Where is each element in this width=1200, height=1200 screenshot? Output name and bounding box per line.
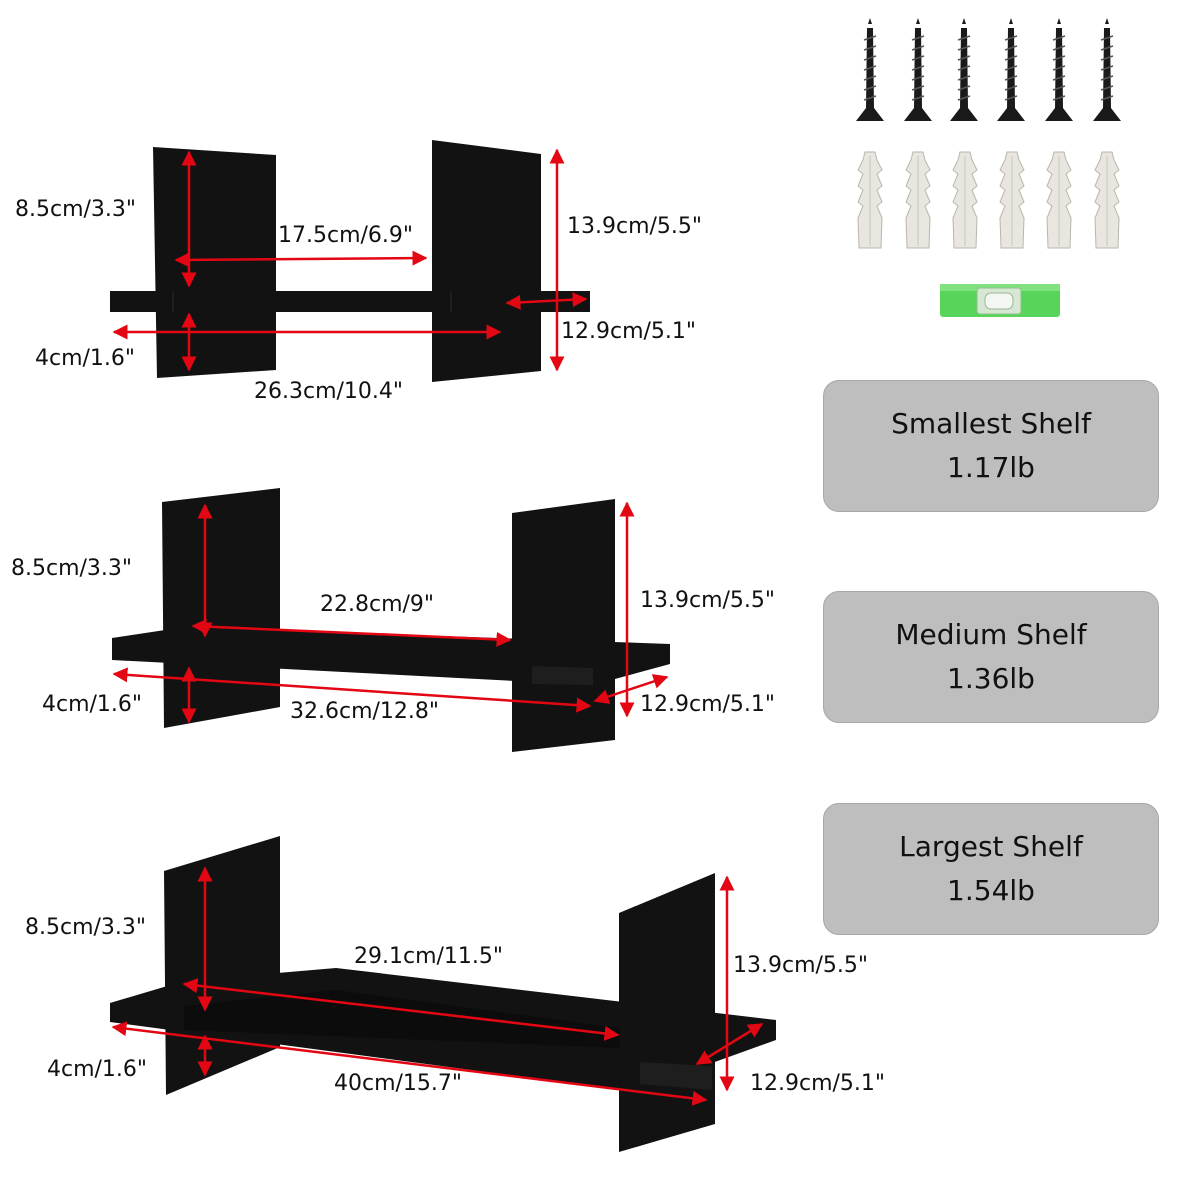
shelf-medium-side-height-label: 8.5cm/3.3" — [11, 556, 132, 581]
screw-icon — [950, 18, 978, 121]
shelf-large-info-card: Largest Shelf 1.54lb — [823, 803, 1159, 935]
wall-anchor-icon — [999, 151, 1025, 249]
shelf-small-right-panel — [432, 140, 541, 382]
shelf-large-inner-width-label: 29.1cm/11.5" — [354, 944, 503, 969]
shelf-large-arrows — [111, 866, 764, 1106]
shelf-large-right-panel — [619, 873, 715, 1152]
shelf-small-board — [110, 291, 590, 312]
shelf-medium-depth-label: 12.9cm/5.1" — [640, 692, 775, 717]
shelf-medium-total-length-label: 32.6cm/12.8" — [290, 699, 439, 724]
screw-icon — [1045, 18, 1073, 121]
shelf-medium-arrows — [112, 501, 669, 724]
shelf-large-weight: 1.54lb — [947, 874, 1035, 907]
screws-group — [856, 18, 1121, 121]
shelf-small-weight: 1.17lb — [947, 451, 1035, 484]
shelf-medium-panel-height-label: 13.9cm/5.5" — [640, 588, 775, 613]
screw-icon — [904, 18, 932, 121]
shelf-small-base-height-label: 4cm/1.6" — [35, 346, 135, 371]
shelf-small-total-length-label: 26.3cm/10.4" — [254, 379, 403, 404]
shelf-small-name: Smallest Shelf — [891, 407, 1091, 440]
shelf-small-panel-height-label: 13.9cm/5.5" — [567, 214, 702, 239]
wall-anchor-icon — [952, 151, 978, 249]
screw-icon — [1093, 18, 1121, 121]
shelf-large-side-height-label: 8.5cm/3.3" — [25, 915, 146, 940]
shelf-large-base-height-label: 4cm/1.6" — [47, 1057, 147, 1082]
shelf-medium-info-card: Medium Shelf 1.36lb — [823, 591, 1159, 723]
shelf-small-depth-label: 12.9cm/5.1" — [561, 319, 696, 344]
spirit-level-icon — [940, 284, 1060, 317]
shelf-small-side-height-label: 8.5cm/3.3" — [15, 197, 136, 222]
shelf-large-total-length-label: 40cm/15.7" — [334, 1071, 462, 1096]
wall-anchor-icon — [1094, 151, 1120, 249]
shelf-small-left-panel — [153, 147, 276, 378]
shelf-large-drawing — [110, 836, 776, 1152]
anchors-group — [857, 151, 1120, 249]
shelf-large-depth-label: 12.9cm/5.1" — [750, 1071, 885, 1096]
shelf-medium-left-panel — [162, 488, 280, 728]
shelf-large-left-panel — [164, 836, 280, 1095]
screw-icon — [997, 18, 1025, 121]
shelf-small-info-card: Smallest Shelf 1.17lb — [823, 380, 1159, 512]
shelf-medium-inner-width-label: 22.8cm/9" — [320, 592, 434, 617]
shelf-small-arrows — [112, 148, 588, 372]
wall-anchor-icon — [1046, 151, 1072, 249]
shelf-medium-base-height-label: 4cm/1.6" — [42, 692, 142, 717]
shelf-large-panel-height-label: 13.9cm/5.5" — [733, 953, 868, 978]
shelf-medium-name: Medium Shelf — [895, 618, 1087, 651]
screw-icon — [856, 18, 884, 121]
shelf-large-name: Largest Shelf — [899, 830, 1083, 863]
shelf-medium-weight: 1.36lb — [947, 662, 1035, 695]
wall-anchor-icon — [905, 151, 931, 249]
shelf-small-inner-width-label: 17.5cm/6.9" — [278, 223, 413, 248]
wall-anchor-icon — [857, 151, 883, 249]
shelf-medium-right-panel — [512, 499, 615, 752]
